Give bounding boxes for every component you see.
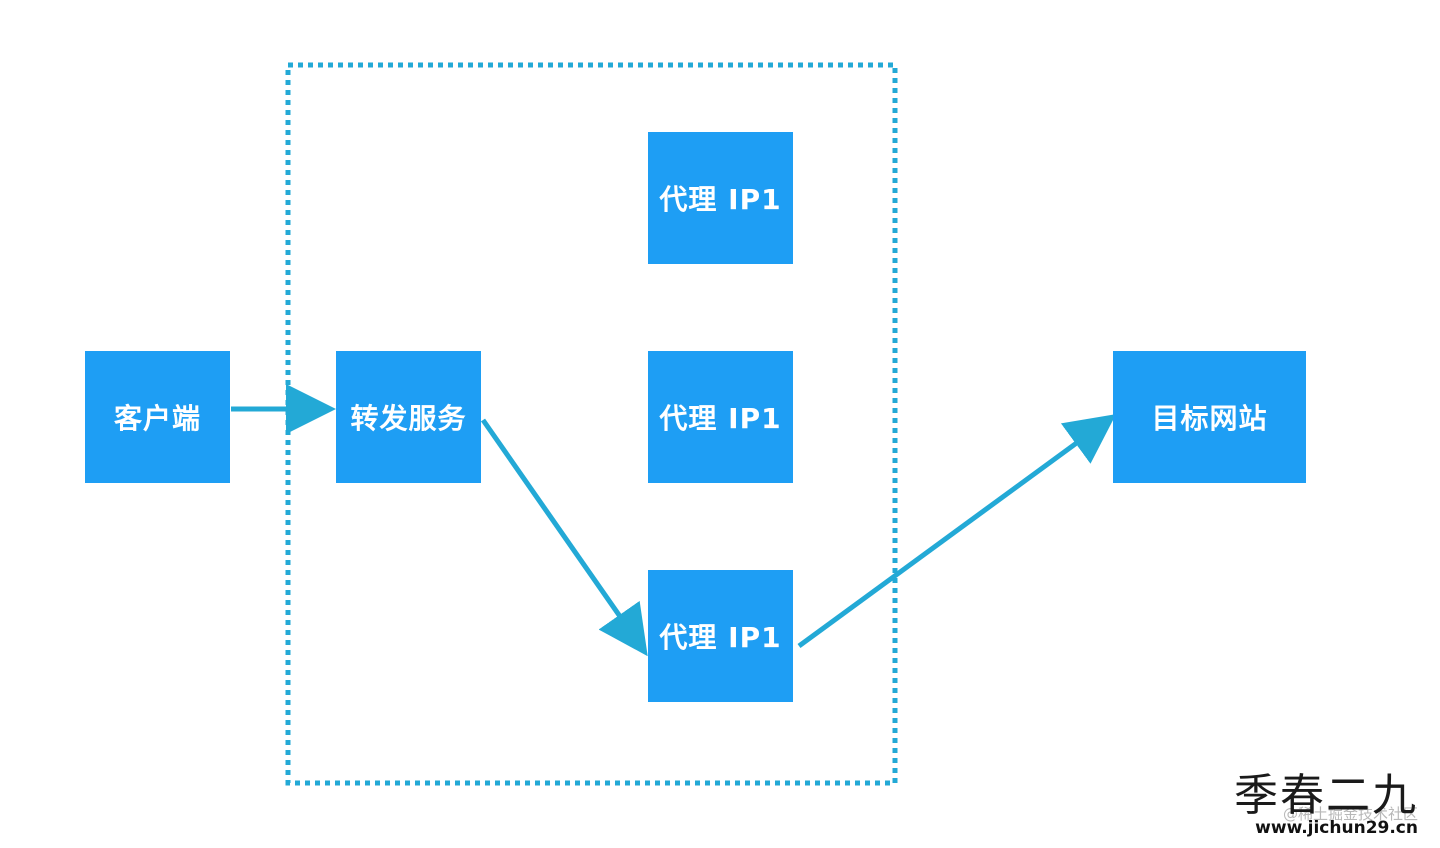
edge-forward-to-proxy_3 bbox=[480, 418, 648, 657]
node-target-website: 目标网站 bbox=[1113, 351, 1306, 483]
edge-proxy_3-to-target bbox=[797, 414, 1117, 649]
node-proxy-ip-2: 代理 IP1 bbox=[648, 351, 793, 483]
watermark-faint: @稀土掘金技术社区 bbox=[1282, 805, 1418, 823]
node-forward-service-label: 转发服务 bbox=[350, 402, 467, 435]
watermark-url: www.jichun29.cn bbox=[1255, 818, 1418, 838]
node-target-website-label: 目标网站 bbox=[1151, 402, 1268, 435]
node-proxy-ip-2-label: 代理 IP1 bbox=[659, 402, 782, 435]
watermark-title: 季春二九 bbox=[1234, 770, 1418, 821]
node-proxy-ip-3: 代理 IP1 bbox=[648, 570, 793, 702]
node-proxy-ip-1-label: 代理 IP1 bbox=[659, 183, 782, 216]
node-forward-service: 转发服务 bbox=[336, 351, 481, 483]
node-proxy-ip-1: 代理 IP1 bbox=[648, 132, 793, 264]
node-client-label: 客户端 bbox=[113, 402, 201, 435]
node-client: 客户端 bbox=[85, 351, 230, 483]
node-proxy-ip-3-label: 代理 IP1 bbox=[659, 621, 782, 654]
watermark: 季春二九 www.jichun29.cn bbox=[1234, 770, 1418, 839]
